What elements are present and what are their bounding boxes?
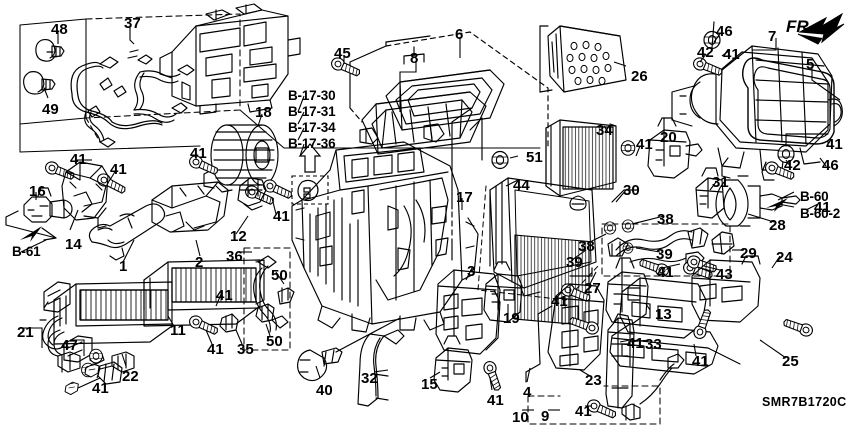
callout-number: 39 xyxy=(656,246,673,263)
callout-number: 41 xyxy=(636,136,653,153)
callout-number: 41 xyxy=(627,335,644,352)
diagram-code: SMR7B1720C xyxy=(762,395,847,409)
up-arrow-indicator xyxy=(298,143,322,173)
callout-number: 31 xyxy=(712,174,729,191)
callout-number: 12 xyxy=(230,228,247,245)
reference-label-b-61[interactable]: B-61 xyxy=(12,244,41,259)
callout-number: 46 xyxy=(716,23,733,40)
callout-number: 41 xyxy=(216,287,233,304)
callout-number: 41 xyxy=(575,403,592,420)
callout-number: 44 xyxy=(513,177,530,194)
callout-number: 46 xyxy=(822,157,839,174)
callout-number: 19 xyxy=(503,310,520,327)
front-direction-label: FR. xyxy=(786,17,814,36)
callout-number: 1 xyxy=(119,258,128,275)
callout-number: 17 xyxy=(456,189,473,206)
callout-number: 35 xyxy=(237,341,254,358)
callout-number: 41 xyxy=(70,151,87,168)
callout-number: 8 xyxy=(410,50,419,67)
callout-number: 4 xyxy=(523,384,532,401)
callout-number: 21 xyxy=(17,324,34,341)
callout-number: 18 xyxy=(255,104,272,121)
callout-number: 41 xyxy=(110,161,127,178)
callout-number: 47 xyxy=(61,337,78,354)
reference-label-b-17-36[interactable]: B-17-36 xyxy=(288,136,336,151)
b60-arrow xyxy=(766,198,788,212)
callout-number: 45 xyxy=(334,45,351,62)
fr-arrow xyxy=(797,12,845,45)
b61-arrow xyxy=(20,226,42,242)
callout-number: 43 xyxy=(716,266,733,283)
callout-number: 41 xyxy=(551,293,568,310)
callout-number: 41 xyxy=(487,392,504,409)
callout-number: 36 xyxy=(226,248,243,265)
callout-number: 15 xyxy=(421,376,438,393)
callout-number: 41 xyxy=(723,46,740,63)
reference-label-b-17-31[interactable]: B-17-31 xyxy=(288,104,336,119)
callout-number: 23 xyxy=(585,372,602,389)
reference-label-b-60-2[interactable]: B-60-2 xyxy=(800,206,841,221)
callout-number: 42 xyxy=(697,44,714,61)
callout-number: 39 xyxy=(566,254,583,271)
callout-number: 32 xyxy=(361,370,378,387)
callout-number: 38 xyxy=(657,211,674,228)
callout-number: 6 xyxy=(455,26,464,43)
callout-number: 33 xyxy=(645,336,662,353)
callout-number: 50 xyxy=(271,267,288,284)
callout-number: 25 xyxy=(782,353,799,370)
callout-number: 41 xyxy=(207,341,224,358)
callout-number: 41 xyxy=(190,145,207,162)
callout-number: 50 xyxy=(266,333,283,350)
callout-number: 41 xyxy=(92,380,109,397)
callout-number: 38 xyxy=(578,238,595,255)
reference-label-b-60[interactable]: B-60 xyxy=(800,189,829,204)
callout-number: 27 xyxy=(584,280,601,297)
callout-number: 40 xyxy=(316,382,333,399)
callout-number: 7 xyxy=(768,28,777,45)
callout-number: 24 xyxy=(776,249,793,266)
callout-number: 20 xyxy=(660,129,677,146)
callout-number: 41 xyxy=(826,136,843,153)
callout-number: 37 xyxy=(124,15,141,32)
callout-number: 34 xyxy=(596,122,613,139)
callout-number: 13 xyxy=(655,306,672,323)
callout-number: 51 xyxy=(526,149,543,166)
callout-number: 5 xyxy=(806,56,815,73)
callout-number: 48 xyxy=(51,21,68,38)
b17-dashed-box xyxy=(291,175,329,205)
callout-number: 11 xyxy=(170,322,186,339)
b17-clip xyxy=(297,179,319,202)
callout-number: 42 xyxy=(784,157,801,174)
callout-number: 41 xyxy=(657,264,674,281)
callout-number: 30 xyxy=(623,182,640,199)
reference-label-b-17-30[interactable]: B-17-30 xyxy=(288,88,336,103)
callout-number: 9 xyxy=(541,408,550,425)
callout-number: 49 xyxy=(42,101,59,118)
callout-number: 2 xyxy=(195,254,204,271)
callout-number: 26 xyxy=(631,68,648,85)
callout-number: 16 xyxy=(29,183,46,200)
reference-label-b-17-34[interactable]: B-17-34 xyxy=(288,120,336,135)
callout-number: 14 xyxy=(65,236,82,253)
callout-number: 41 xyxy=(692,353,709,370)
callout-number: 22 xyxy=(122,368,139,385)
callout-number: 3 xyxy=(467,263,476,280)
callout-number: 10 xyxy=(512,409,529,425)
callout-number: 28 xyxy=(769,217,786,234)
callout-number: 41 xyxy=(273,208,290,225)
callout-number: 41 xyxy=(814,199,831,216)
callout-number: 29 xyxy=(740,245,757,262)
